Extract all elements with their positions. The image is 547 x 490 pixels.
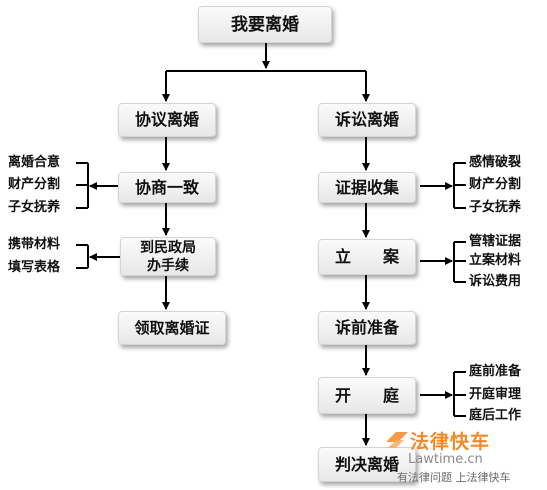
bureau-node: 到民政局 办手续 bbox=[120, 237, 216, 276]
agree-node: 协商一致 bbox=[118, 172, 216, 203]
filing-item-1: 管辖证据 bbox=[469, 234, 522, 249]
certificate-node: 领取离婚证 bbox=[118, 311, 226, 345]
evidence-item-3: 子女抚养 bbox=[469, 200, 522, 215]
agree-item-2: 财产分割 bbox=[8, 177, 61, 192]
filing-item-2: 立案材料 bbox=[469, 253, 522, 268]
pretrial-label: 诉前准备 bbox=[334, 318, 399, 337]
trial-item-2: 开庭审理 bbox=[469, 387, 522, 402]
trial-label: 开 庭 bbox=[334, 385, 399, 405]
evidence-item-2: 财产分割 bbox=[469, 177, 522, 192]
bureau-label-line2: 办手续 bbox=[147, 257, 189, 274]
pretrial-node: 诉前准备 bbox=[318, 311, 416, 345]
watermark-slogan: 有法律问题 上法律快车 bbox=[397, 471, 511, 484]
bureau-label-line1: 到民政局 bbox=[140, 239, 196, 256]
evidence-item-1: 感情破裂 bbox=[469, 155, 522, 170]
root-label: 我要离婚 bbox=[231, 14, 299, 35]
watermark-url: Lawtime.cn bbox=[408, 452, 483, 467]
root-node: 我要离婚 bbox=[198, 6, 332, 43]
filing-label: 立 案 bbox=[334, 247, 399, 266]
trial-node: 开 庭 bbox=[318, 377, 416, 414]
mutual-divorce-node: 协议离婚 bbox=[118, 103, 216, 137]
lawtime-logo-icon bbox=[386, 432, 408, 448]
evidence-label: 证据收集 bbox=[334, 177, 399, 197]
trial-item-1: 庭前准备 bbox=[469, 364, 522, 379]
bureau-item-1: 携带材料 bbox=[8, 237, 61, 252]
certificate-label: 领取离婚证 bbox=[134, 319, 210, 337]
judgment-label: 判决离婚 bbox=[334, 454, 399, 474]
filing-node: 立 案 bbox=[318, 239, 416, 275]
judgment-node: 判决离婚 bbox=[318, 447, 416, 482]
bureau-item-2: 填写表格 bbox=[8, 260, 61, 275]
litigation-divorce-label: 诉讼离婚 bbox=[334, 110, 399, 129]
mutual-divorce-label: 协议离婚 bbox=[134, 110, 199, 129]
agree-item-3: 子女抚养 bbox=[8, 200, 61, 215]
agree-item-1: 离婚合意 bbox=[8, 155, 61, 170]
evidence-node: 证据收集 bbox=[318, 172, 416, 203]
watermark-brand: 法律快车 bbox=[410, 431, 491, 453]
agree-label: 协商一致 bbox=[134, 177, 199, 197]
trial-item-3: 庭后工作 bbox=[469, 408, 522, 423]
filing-item-3: 诉讼费用 bbox=[469, 274, 522, 289]
litigation-divorce-node: 诉讼离婚 bbox=[318, 103, 416, 137]
